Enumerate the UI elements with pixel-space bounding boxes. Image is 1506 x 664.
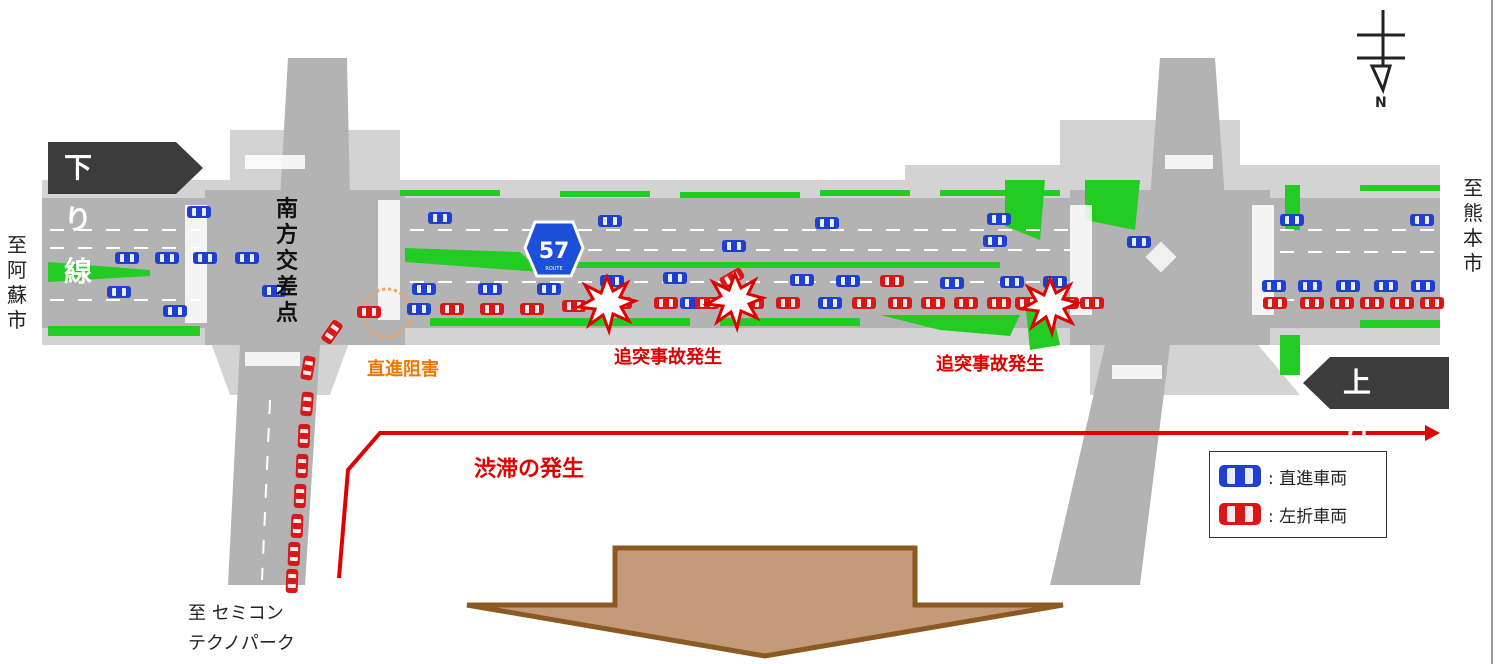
left-turn-vehicle	[1263, 297, 1287, 309]
legend-straight-label: : 直進車両	[1268, 468, 1348, 489]
left-turn-vehicle	[293, 483, 307, 509]
to-semicon-line2: テクノパーク	[188, 633, 295, 654]
left-turn-vehicle	[654, 297, 678, 309]
left-turn-vehicle	[954, 297, 978, 309]
straight-vehicle	[983, 235, 1007, 247]
straight-vehicle	[478, 283, 502, 295]
accident-label-2: 追突事故発生	[936, 354, 1044, 375]
accident-label-1: 追突事故発生	[614, 347, 722, 368]
left-turn-vehicle	[290, 513, 304, 539]
straight-vehicle	[818, 297, 842, 309]
medians	[48, 180, 1440, 375]
north-label: N	[1375, 95, 1387, 111]
left-turn-vehicle	[987, 297, 1011, 309]
south-road-right	[1050, 345, 1170, 585]
straight-vehicle	[1127, 236, 1151, 248]
left-turn-vehicle	[1080, 297, 1104, 309]
left-turn-vehicle	[1360, 297, 1384, 309]
straight-block-label: 直進阻害	[367, 359, 439, 380]
north-road-left	[280, 58, 350, 200]
straight-vehicle	[107, 286, 131, 298]
straight-vehicle	[987, 213, 1011, 225]
straight-vehicle	[537, 283, 561, 295]
left-turn-vehicle	[1420, 297, 1444, 309]
straight-vehicle	[412, 283, 436, 295]
to-semicon-line1: 至 セミコン	[188, 603, 284, 624]
straight-vehicle	[598, 215, 622, 227]
straight-vehicle	[235, 252, 259, 264]
left-turn-vehicle	[480, 303, 504, 315]
left-turn-vehicle	[776, 297, 800, 309]
straight-vehicle	[1262, 280, 1286, 292]
to-kumamoto-label: 至熊本市	[1463, 176, 1483, 275]
down-line-text: 下り線	[64, 151, 93, 288]
left-turn-vehicle	[1300, 297, 1324, 309]
straight-vehicle	[836, 275, 860, 287]
lane-markings	[50, 229, 1440, 581]
straight-vehicle	[722, 240, 746, 252]
left-turn-vehicle	[285, 568, 299, 594]
route-57-shield-icon: 57 ROUTE	[523, 220, 585, 278]
legend-left-label: : 左折車両	[1268, 506, 1348, 527]
straight-vehicle	[193, 252, 217, 264]
straight-vehicle	[1336, 280, 1360, 292]
to-aso-label: 至阿蘇市	[7, 233, 27, 332]
left-turn-vehicle	[295, 453, 309, 479]
left-turn-vehicle	[297, 423, 311, 449]
left-turn-vehicle	[921, 297, 945, 309]
left-turn-vehicle	[880, 275, 904, 287]
straight-vehicle	[1298, 280, 1322, 292]
straight-vehicle	[790, 274, 814, 286]
straight-vehicle	[115, 252, 139, 264]
straight-vehicle	[815, 217, 839, 229]
straight-vehicle	[1411, 280, 1435, 292]
congestion-arrow	[337, 425, 1440, 579]
intersection-name: 南方交差点	[275, 197, 298, 326]
left-turn-vehicle	[357, 306, 381, 318]
straight-vehicle	[155, 252, 179, 264]
straight-vehicle	[663, 272, 687, 284]
straight-vehicle	[428, 212, 452, 224]
legend-left: : 左折車両	[1218, 499, 1347, 529]
route-number: 57	[539, 239, 570, 264]
left-turn-vehicle	[287, 541, 301, 567]
left-turn-vehicle	[1330, 297, 1354, 309]
straight-vehicle	[187, 206, 211, 218]
legend: : 直進車両 : 左折車両	[1209, 451, 1387, 538]
left-turn-vehicle	[299, 391, 315, 417]
straight-vehicle	[407, 303, 431, 315]
straight-vehicle	[1410, 214, 1434, 226]
straight-vehicle	[940, 277, 964, 289]
left-turn-vehicle	[440, 303, 464, 315]
straight-vehicle	[163, 305, 187, 317]
big-down-arrow	[466, 545, 1064, 659]
north-road-right	[1150, 58, 1225, 200]
route-sub: ROUTE	[545, 266, 562, 272]
blue-car-icon	[1218, 464, 1262, 488]
left-turn-vehicle	[888, 297, 912, 309]
straight-vehicle	[1280, 214, 1304, 226]
straight-vehicle	[1000, 276, 1024, 288]
legend-straight: : 直進車両	[1218, 461, 1347, 491]
left-turn-vehicle	[1390, 297, 1414, 309]
north-arrow-icon	[1357, 10, 1405, 95]
red-car-icon	[1218, 502, 1262, 526]
left-turn-vehicle	[520, 303, 544, 315]
left-turn-vehicle	[852, 297, 876, 309]
straight-vehicle	[1374, 280, 1398, 292]
congestion-label: 渋滞の発生	[474, 457, 585, 482]
